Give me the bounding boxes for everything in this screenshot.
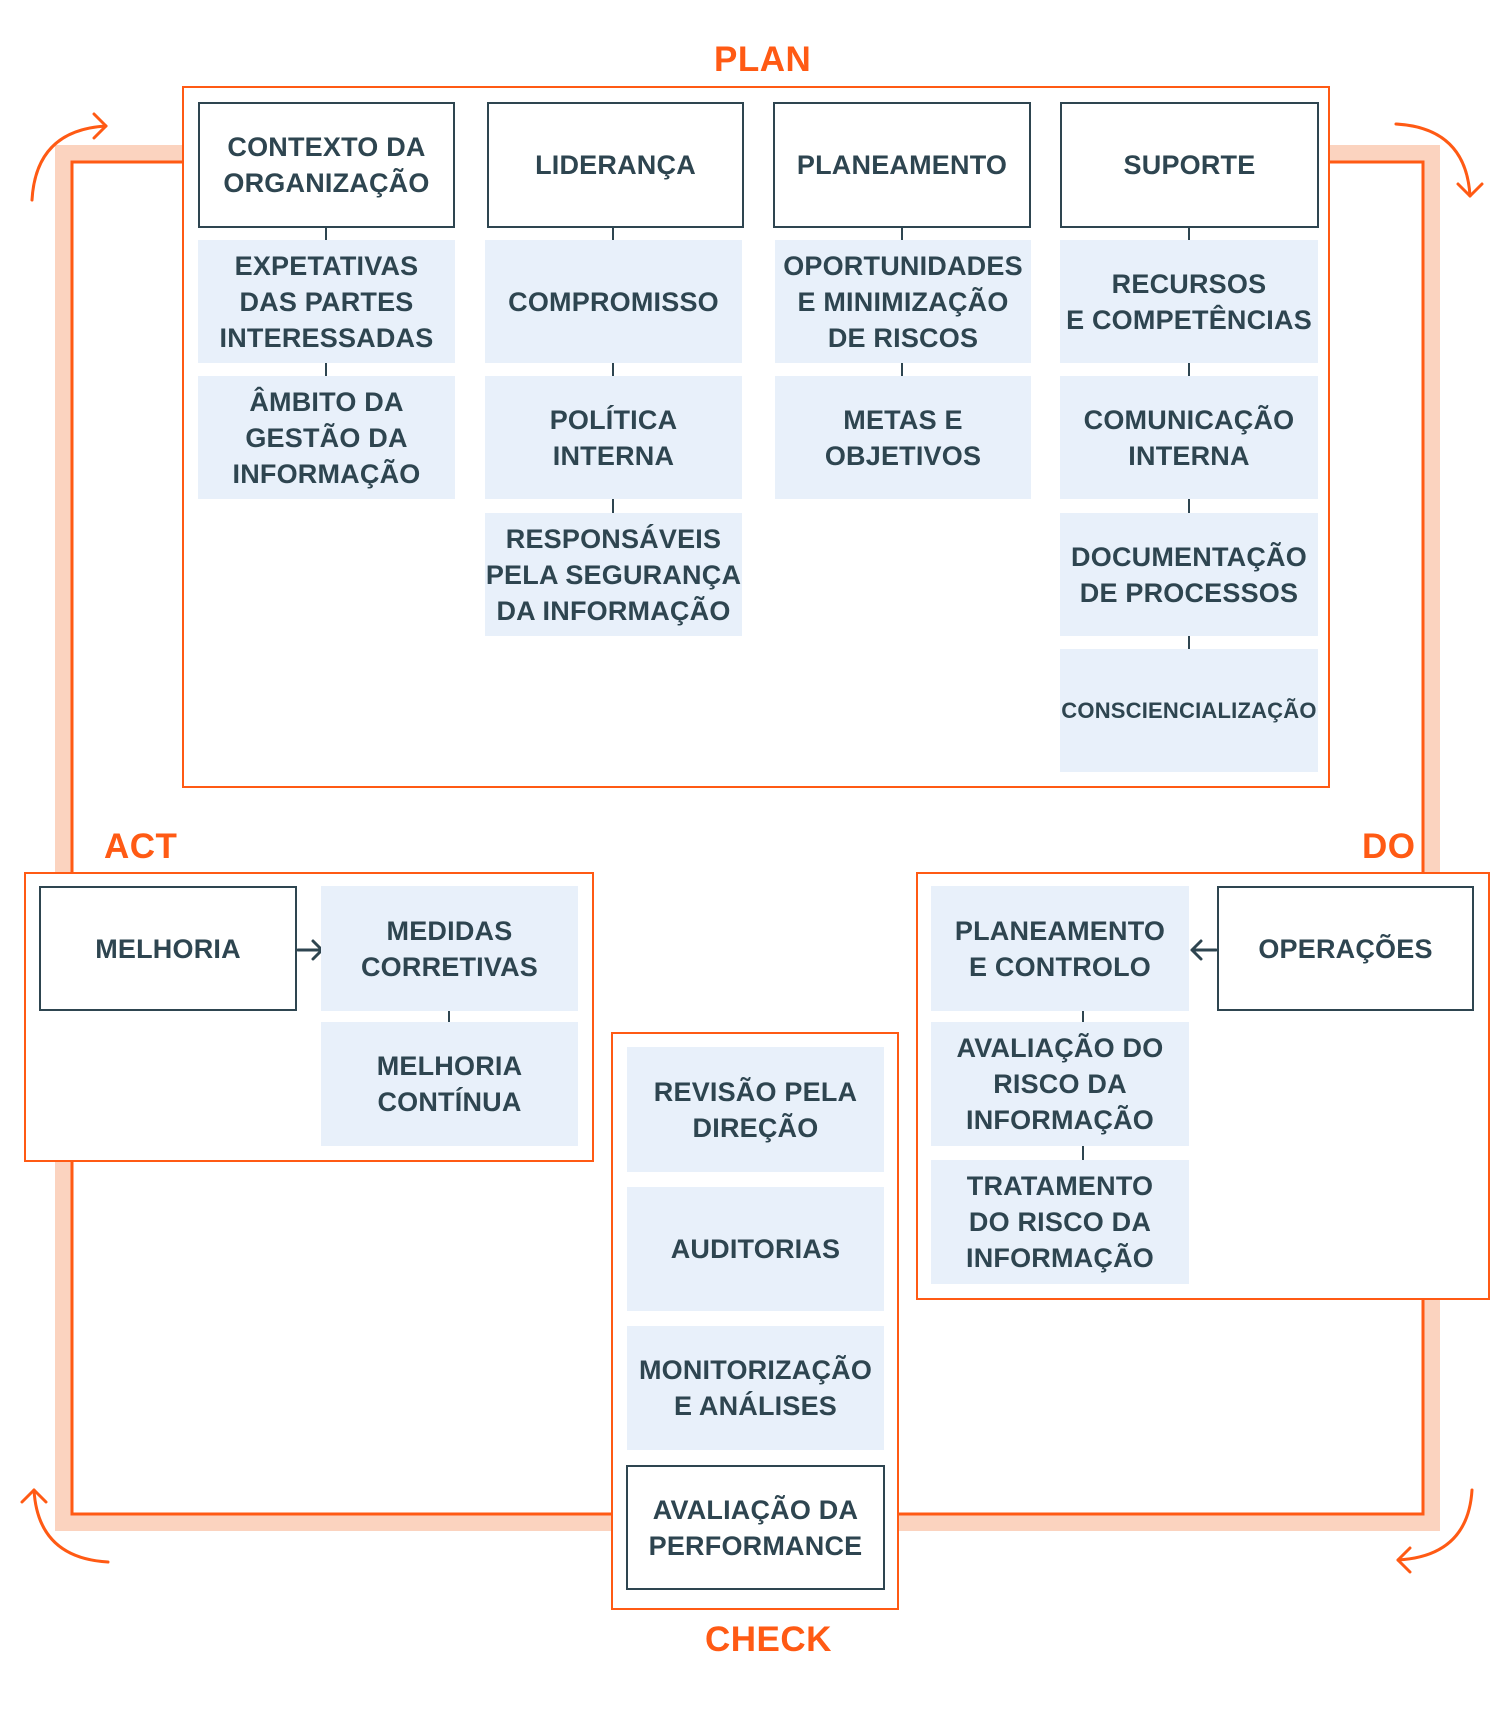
plan-item: EXPETATIVAS DAS PARTES INTERESSADAS (198, 240, 455, 363)
plan-item: DOCUMENTAÇÃO DE PROCESSOS (1060, 513, 1318, 636)
arrow-left-icon (1190, 939, 1218, 961)
plan-head-contexto: CONTEXTO DA ORGANIZAÇÃO (198, 102, 455, 228)
cycle-arrow-bottom-left-icon (20, 1488, 110, 1564)
check-item: MONITORIZAÇÃO E ANÁLISES (627, 1326, 884, 1450)
plan-item: RESPONSÁVEIS PELA SEGURANÇA DA INFORMAÇÃ… (485, 513, 742, 636)
check-item: AUDITORIAS (627, 1187, 884, 1311)
plan-item: COMPROMISSO (485, 240, 742, 363)
plan-head-lideranca: LIDERANÇA (487, 102, 744, 228)
connector (448, 1010, 450, 1024)
cycle-arrow-top-right-icon (1394, 122, 1484, 198)
do-item: AVALIAÇÃO DO RISCO DA INFORMAÇÃO (931, 1022, 1189, 1146)
plan-item: RECURSOS E COMPETÊNCIAS (1060, 240, 1318, 363)
plan-item: METAS E OBJETIVOS (775, 376, 1031, 499)
check-head-avaliacao: AVALIAÇÃO DA PERFORMANCE (626, 1465, 885, 1590)
connector (612, 228, 614, 518)
do-item: TRATAMENTO DO RISCO DA INFORMAÇÃO (931, 1160, 1189, 1284)
do-item: PLANEAMENTO E CONTROLO (931, 886, 1189, 1011)
plan-item: OPORTUNIDADES E MINIMIZAÇÃO DE RISCOS (775, 240, 1031, 363)
plan-item: ÂMBITO DA GESTÃO DA INFORMAÇÃO (198, 376, 455, 499)
check-item: REVISÃO PELA DIREÇÃO (627, 1047, 884, 1172)
do-head-operacoes: OPERAÇÕES (1217, 886, 1474, 1011)
phase-label-act: ACT (104, 827, 178, 866)
phase-label-do: DO (1362, 827, 1416, 866)
phase-label-plan: PLAN (714, 40, 812, 79)
act-head-melhoria: MELHORIA (39, 886, 297, 1011)
plan-head-suporte: SUPORTE (1060, 102, 1319, 228)
cycle-arrow-bottom-right-icon (1396, 1488, 1474, 1574)
plan-item: COMUNICAÇÃO INTERNA (1060, 376, 1318, 499)
plan-head-planeamento: PLANEAMENTO (773, 102, 1031, 228)
phase-label-check: CHECK (705, 1620, 832, 1659)
plan-item: CONSCIENCIALIZAÇÃO (1060, 649, 1318, 772)
plan-item: POLÍTICA INTERNA (485, 376, 742, 499)
act-item: MEDIDAS CORRETIVAS (321, 886, 578, 1011)
act-item: MELHORIA CONTÍNUA (321, 1022, 578, 1146)
cycle-arrow-top-left-icon (30, 112, 108, 202)
